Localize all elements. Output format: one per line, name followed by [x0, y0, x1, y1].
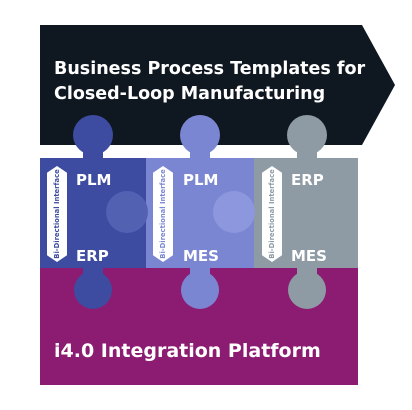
interface-tag-label: Bi-Directional Interface [53, 169, 61, 259]
interface-tag-1: Bi-Directional Interface [47, 166, 67, 262]
module-3-top-label: ERP [291, 171, 324, 189]
module-3-bottom-label: MES [291, 247, 327, 265]
puzzle-knob-bottom-1 [74, 271, 112, 309]
puzzle-neck-top-1 [83, 140, 103, 160]
interface-tag-shape [262, 166, 282, 262]
interface-tag-2: Bi-Directional Interface [153, 166, 173, 262]
puzzle-knob-bottom-2 [181, 271, 219, 309]
puzzle-neck-top-2 [190, 140, 210, 160]
banner-title-line-2: Closed-Loop Manufacturing [54, 84, 326, 104]
banner-title-line-1: Business Process Templates for [54, 59, 366, 79]
interface-tag-shape [47, 166, 67, 262]
interface-tag-3: Bi-Directional Interface [262, 166, 282, 262]
interface-tag-label: Bi-Directional Interface [159, 169, 167, 259]
module-1-bottom-label: ERP [76, 247, 109, 265]
module-2-bottom-label: MES [183, 247, 219, 265]
banner-title: Business Process Templates for Closed-Lo… [54, 57, 365, 107]
puzzle-knob-side-2 [213, 191, 255, 233]
interface-tag-shape [153, 166, 173, 262]
puzzle-knob-bottom-3 [288, 271, 326, 309]
module-2-top-label: PLM [183, 171, 219, 189]
banner-arrow [40, 25, 395, 145]
puzzle-neck-top-3 [297, 140, 317, 160]
platform-label: i4.0 Integration Platform [54, 340, 321, 362]
module-1-top-label: PLM [76, 171, 112, 189]
interface-tag-label: Bi-Directional Interface [268, 169, 276, 259]
puzzle-knob-side-1 [106, 191, 148, 233]
